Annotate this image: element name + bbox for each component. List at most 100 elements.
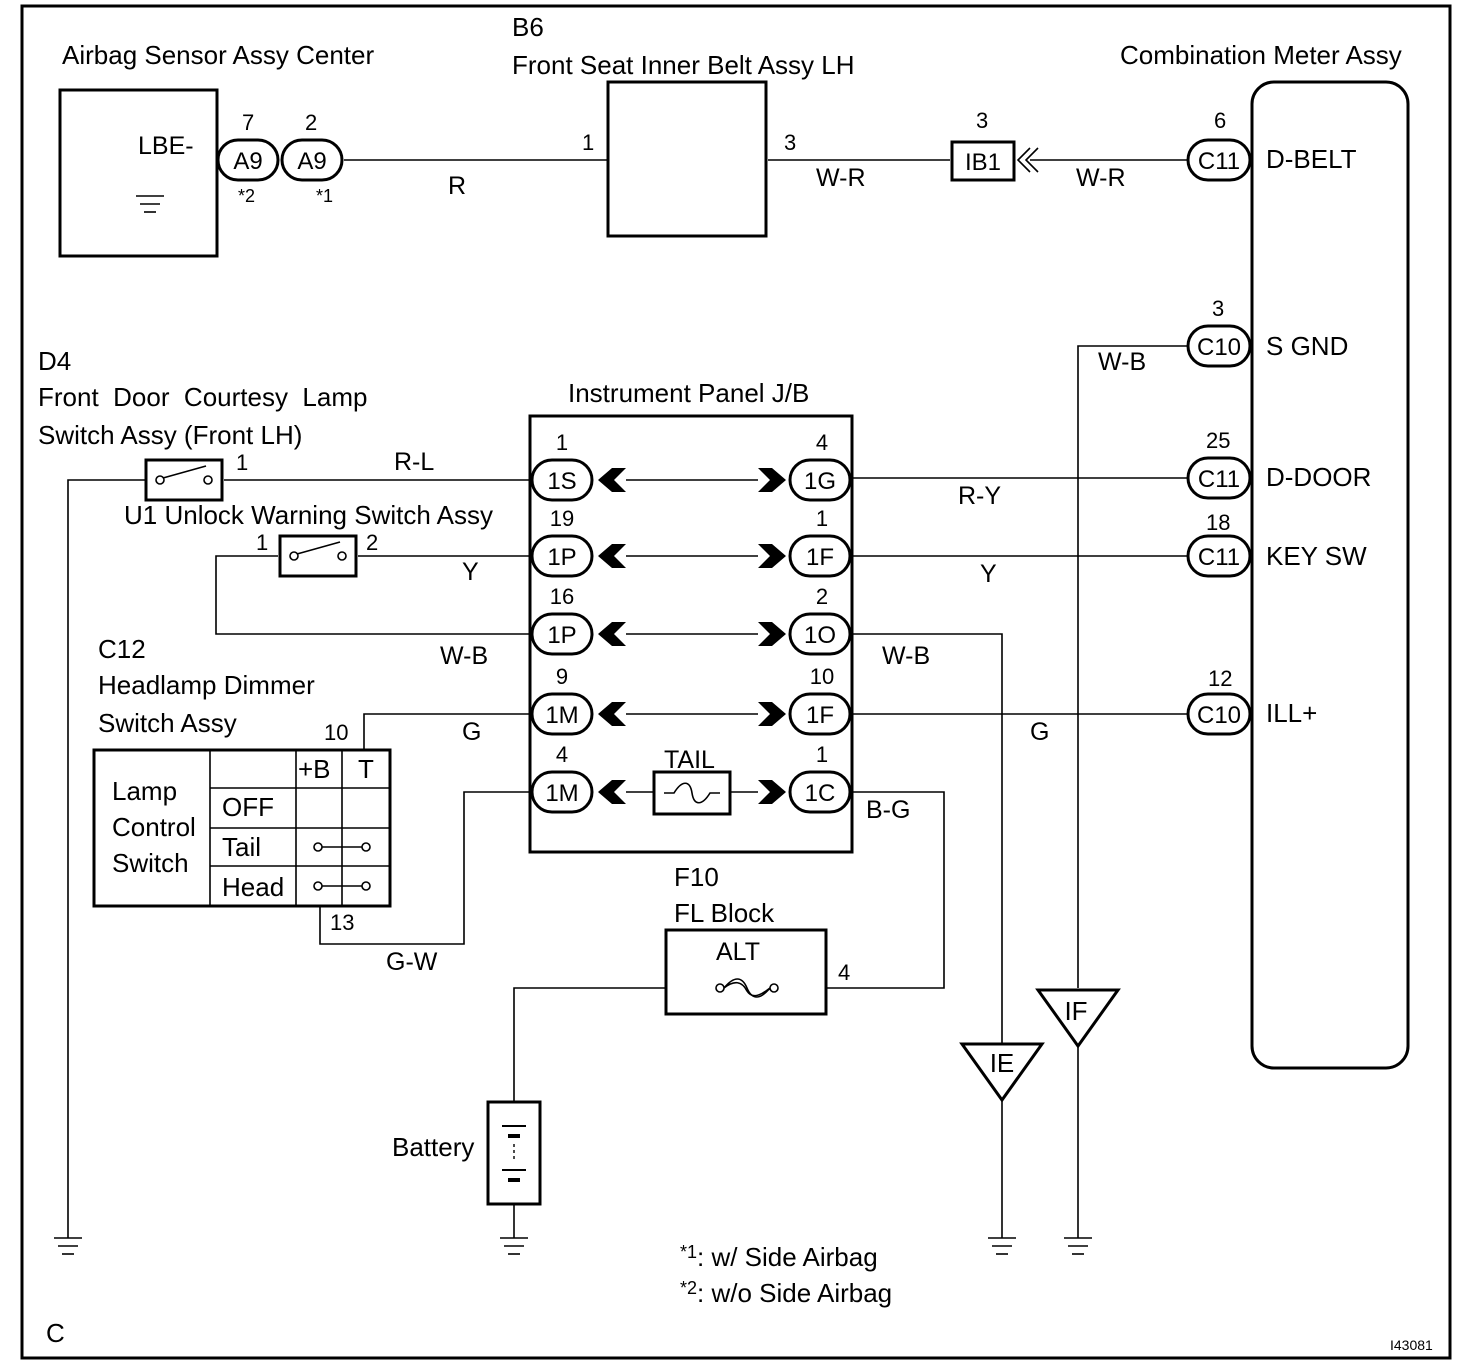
connector-c11-dbelt xyxy=(1186,138,1252,182)
dimmer-contact-tail xyxy=(313,842,371,852)
earth-ground-icon xyxy=(500,1237,528,1255)
footnote-2-mark: *2 xyxy=(680,1278,697,1298)
jb-left-chevron xyxy=(598,544,626,568)
wire-y-left: Y xyxy=(462,558,479,586)
wire-w-r-1: W-R xyxy=(816,164,866,192)
wire-r-y: R-Y xyxy=(958,482,1001,510)
connector-c11-ddoor-label: C11 xyxy=(1198,466,1240,493)
airbag-terminal-label: LBE- xyxy=(138,132,194,160)
jb-left-pin: 4 xyxy=(556,742,568,767)
jb-right-pin: 4 xyxy=(816,430,828,455)
jb-right-connector xyxy=(788,770,852,814)
wire-r-l: R-L xyxy=(394,448,434,476)
meter-title: Combination Meter Assy xyxy=(1120,40,1402,70)
jb-left-connector-label: 1M xyxy=(545,780,578,807)
ground-ie: IE xyxy=(959,1042,1045,1103)
dimmer-row-off: OFF xyxy=(222,792,274,822)
flblock-code: F10 xyxy=(674,862,719,892)
jb-right-connector-label: 1G xyxy=(804,468,836,495)
meter-terminal-sgnd: S GND xyxy=(1266,331,1348,361)
pin-c11-ddoor: 25 xyxy=(1206,428,1230,453)
pin-ib1: 3 xyxy=(976,108,988,133)
ground-ie-label: IE xyxy=(990,1048,1015,1078)
jb-right-connector-label: 1F xyxy=(806,702,834,729)
alt-fuse-label: ALT xyxy=(716,938,760,966)
pin-unlock-left: 1 xyxy=(256,530,268,555)
pin-unlock-right: 2 xyxy=(366,530,378,555)
jb-right-chevron xyxy=(758,622,786,646)
wire-w-b-meter: W-B xyxy=(1098,348,1146,376)
unlock-title: U1 Unlock Warning Switch Assy xyxy=(124,500,493,530)
pin-a9-right: 2 xyxy=(305,110,317,135)
airbag-ground-symbol xyxy=(136,195,164,213)
jb-right-pin: 1 xyxy=(816,506,828,531)
pin-dimmer-13: 13 xyxy=(330,910,354,935)
connector-ib1-label: IB1 xyxy=(965,149,1001,176)
pin-c10-ill: 12 xyxy=(1208,666,1232,691)
diagram-frame xyxy=(20,4,1452,1360)
dimmer-col-b: +B xyxy=(298,754,331,784)
battery-label: Battery xyxy=(392,1132,474,1162)
connector-c11-keysw-label: C11 xyxy=(1198,544,1240,571)
pin-dimmer-t: 10 xyxy=(324,720,348,745)
ground-if: IF xyxy=(1035,988,1121,1049)
ground-symbols xyxy=(54,1237,1092,1255)
footnote-2: *2: w/o Side Airbag xyxy=(680,1278,892,1308)
connector-c10-ill xyxy=(1186,692,1252,736)
jb-right-connector xyxy=(788,534,852,578)
jb-right-pin: 2 xyxy=(816,584,828,609)
airbag-sensor-box xyxy=(58,88,219,258)
battery-box xyxy=(486,1100,542,1206)
courtesy-title-1: Front Door Courtesy Lamp xyxy=(38,382,367,412)
pin-belt-out: 3 xyxy=(784,130,796,155)
jb-right-chevron xyxy=(758,544,786,568)
jb-left-chevron xyxy=(598,468,626,492)
footnote-1: *1: w/ Side Airbag xyxy=(680,1242,878,1272)
footnote-2-text: : w/o Side Airbag xyxy=(697,1278,892,1308)
jb-row: 9 10 1M 1F xyxy=(530,664,852,736)
pin-a9-left: 7 xyxy=(242,110,254,135)
jb-left-pin: 9 xyxy=(556,664,568,689)
wires xyxy=(67,159,1188,1238)
connector-a9-right xyxy=(280,138,344,182)
connector-a9-right-label: A9 xyxy=(297,148,326,175)
dimmer-group-label-3: Switch xyxy=(112,848,189,878)
dimmer-title-2: Switch Assy xyxy=(98,708,237,738)
connector-a9-left xyxy=(216,138,280,182)
jb-right-connector xyxy=(788,612,852,656)
wire-g-w: G-W xyxy=(386,948,438,976)
courtesy-title-2: Switch Assy (Front LH) xyxy=(38,420,302,450)
flblock-box xyxy=(664,928,828,1016)
meter-terminal-keysw: KEY SW xyxy=(1266,541,1367,571)
jb-right-connector-label: 1C xyxy=(805,780,836,807)
dimmer-col-t: T xyxy=(358,754,374,784)
pin-c11-keysw: 18 xyxy=(1206,510,1230,535)
footnote-1-mark: *1 xyxy=(680,1242,697,1262)
jb-left-chevron xyxy=(598,622,626,646)
dimmer-title-1: Headlamp Dimmer xyxy=(98,670,315,700)
connector-c10-sgnd-label: C10 xyxy=(1197,334,1241,361)
jb-left-connector xyxy=(530,534,594,578)
tail-fuse-icon xyxy=(664,782,720,804)
jb-right-chevron xyxy=(758,468,786,492)
belt-code: B6 xyxy=(512,12,544,42)
jb-left-connector xyxy=(530,458,594,502)
connector-c10-ill-label: C10 xyxy=(1197,702,1241,729)
battery-cells xyxy=(502,1125,526,1182)
courtesy-code: D4 xyxy=(38,346,71,376)
dimmer-contact-head xyxy=(313,881,371,891)
pin-courtesy: 1 xyxy=(236,450,248,475)
connector-c11-ddoor xyxy=(1186,456,1252,500)
ground-if-label: IF xyxy=(1064,996,1087,1026)
wire-w-r-2: W-R xyxy=(1076,164,1126,192)
footnote-1-text: : w/ Side Airbag xyxy=(697,1242,878,1272)
jb-left-connector-label: 1M xyxy=(545,702,578,729)
jb-right-pin: 10 xyxy=(810,664,834,689)
dimmer-row-head: Head xyxy=(222,872,284,902)
jb-left-pin: 16 xyxy=(550,584,574,609)
